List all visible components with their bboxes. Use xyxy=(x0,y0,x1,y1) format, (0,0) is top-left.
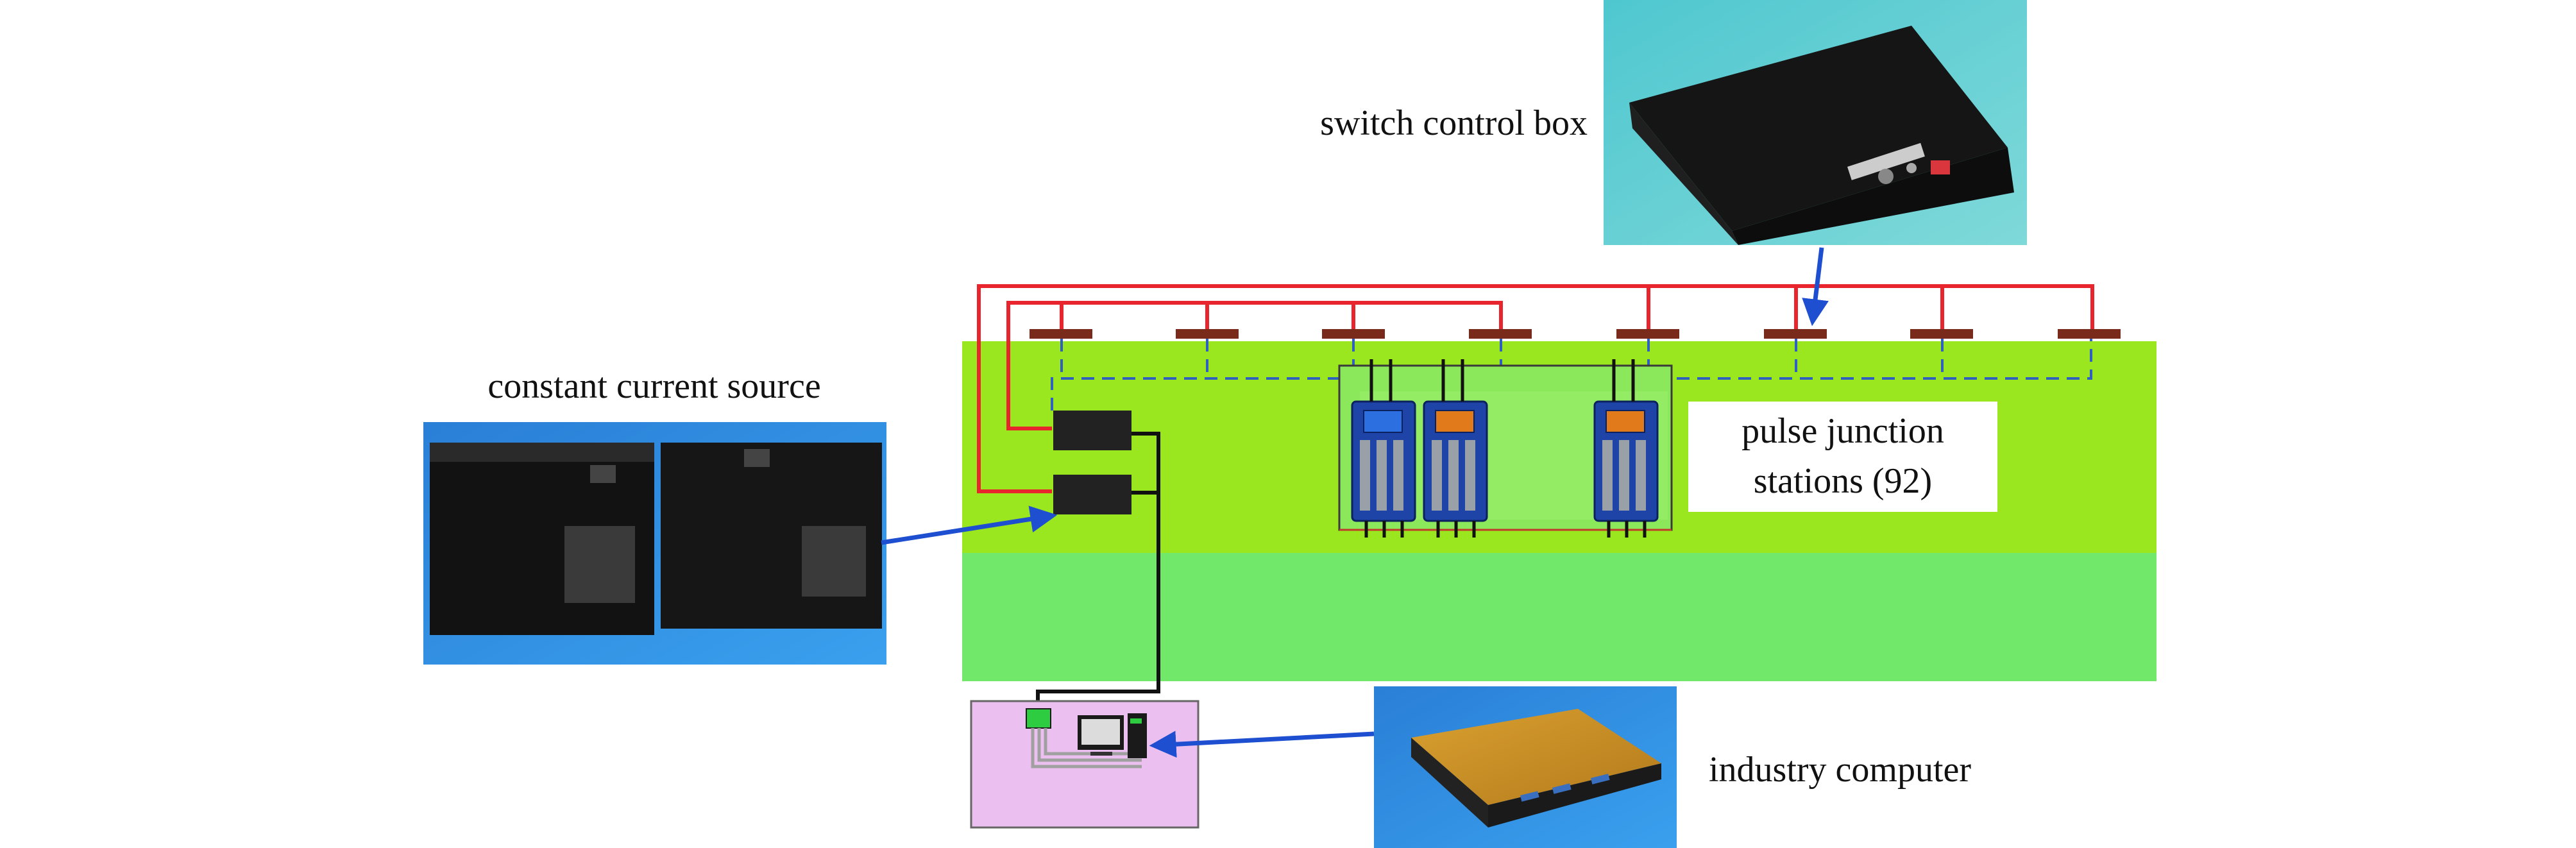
terminal-row xyxy=(1030,329,2121,339)
junction-module xyxy=(1423,359,1488,538)
terminal xyxy=(2058,329,2121,339)
pulse-junction-label-line1: pulse junction xyxy=(1741,411,1944,451)
constant-current-source-photo xyxy=(423,422,886,665)
pointer-arrows xyxy=(881,247,1829,758)
pulse-junction-group xyxy=(1338,359,1673,538)
current-source-unit-2 xyxy=(1053,475,1131,514)
current-source-unit-1 xyxy=(1053,411,1131,450)
arrow-to-computer xyxy=(1149,731,1375,758)
terminal xyxy=(1764,329,1827,339)
industry-computer-photo xyxy=(1374,686,1677,848)
junction-module xyxy=(1593,359,1659,538)
industry-computer-label: industry computer xyxy=(1709,750,1971,790)
switch-control-box-label: switch control box xyxy=(1320,103,1588,143)
terminal xyxy=(1469,329,1532,339)
arrow-to-junction xyxy=(1802,247,1829,326)
arrow-to-current-source xyxy=(881,505,1058,545)
junction-module xyxy=(1351,359,1416,538)
switch-control-box-photo xyxy=(1604,0,2027,245)
terminal xyxy=(1910,329,1973,339)
terminal xyxy=(1322,329,1385,339)
interface-card-icon xyxy=(1026,708,1051,729)
terminal xyxy=(1176,329,1239,339)
data-wiring xyxy=(1036,432,1160,709)
pulse-junction-label-line2: stations (92) xyxy=(1754,461,1932,501)
signal-dashed-lines xyxy=(1051,339,2092,411)
power-wiring xyxy=(977,284,2094,493)
computer-panel xyxy=(970,700,1199,829)
desktop-computer-icon xyxy=(1078,713,1147,758)
terminal xyxy=(1030,329,1092,339)
field-lower-zone xyxy=(962,553,2157,681)
terminal xyxy=(1616,329,1679,339)
pulse-junction-label-box xyxy=(1688,402,1997,512)
constant-current-source-label: constant current source xyxy=(487,366,820,406)
